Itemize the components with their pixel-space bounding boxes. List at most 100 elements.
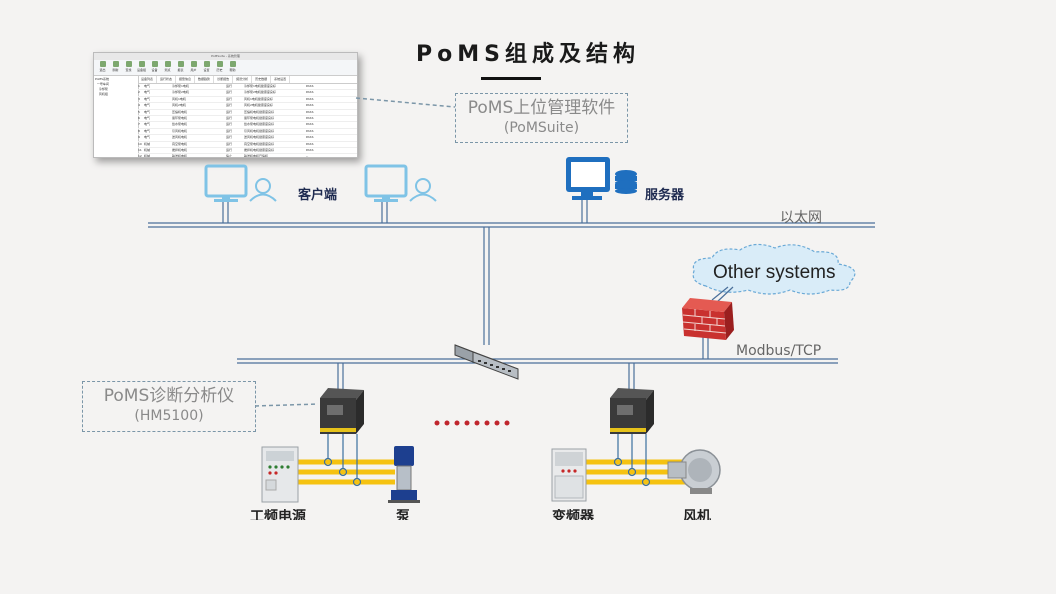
app-table-cell: 压缩机电机 <box>172 109 188 114</box>
analyzer-callout-title: PoMS诊断分析仪 <box>103 386 235 406</box>
app-tree-item: PoMS系统 <box>95 77 110 81</box>
toolbar-icon <box>203 61 210 67</box>
toolbar-icon <box>190 61 197 67</box>
app-table-cell: 7 <box>138 122 140 127</box>
app-toolbar-button: 设备 <box>148 60 161 75</box>
app-table-cell: 压缩机电机健康度良好 <box>244 109 275 114</box>
app-toolbar-label: 历史 <box>216 68 223 72</box>
app-toolbar-label: 设备组 <box>136 68 146 72</box>
app-toolbar-label: 报表 <box>177 68 184 72</box>
app-toolbar-button: 历史 <box>213 60 226 75</box>
app-table-cell: 机械 <box>144 154 151 158</box>
app-table-cell: PASS <box>306 90 314 95</box>
app-table-cell: 运行 <box>226 128 233 133</box>
trunk-line <box>483 227 490 345</box>
app-table-cell: 冷却泵1电机健康度良好 <box>244 84 276 88</box>
firewall-drop <box>702 335 709 359</box>
power-cabinet-icon <box>261 446 299 503</box>
app-table-cell: 3 <box>138 96 140 101</box>
app-toolbar: 退出刷新查找设备组设备测点报表用户设置历史帮助 <box>94 60 357 76</box>
pump-label: 泵 <box>396 509 410 520</box>
app-toolbar-button: 设备组 <box>135 60 148 75</box>
toolbar-icon <box>112 61 119 67</box>
app-table-cell: 运行 <box>226 122 233 127</box>
app-toolbar-label: 测点 <box>164 68 171 72</box>
analyzer-drops <box>337 363 635 390</box>
app-table-cell: 电气 <box>144 103 151 108</box>
user-icon-2 <box>409 178 437 202</box>
app-tree-item: 冷却泵 <box>95 87 108 91</box>
app-tab: 频谱分析 <box>233 76 253 83</box>
ellipsis-dots <box>434 420 510 426</box>
app-toolbar-button: 报表 <box>174 60 187 75</box>
app-table-cell: 12 <box>138 154 142 158</box>
app-table-cell: 搅拌机电机 <box>172 147 188 152</box>
app-toolbar-label: 退出 <box>99 68 106 72</box>
app-table-cell: PASS <box>306 141 314 146</box>
app-tab: 诊断报告 <box>214 76 234 83</box>
app-table-cell: PASS <box>306 115 314 120</box>
app-toolbar-label: 刷新 <box>112 68 119 72</box>
app-table-cell: 停止 <box>226 154 233 158</box>
app-table-cell: 运行 <box>226 96 233 101</box>
app-table-cell: 冷却泵2电机健康度良好 <box>244 90 276 95</box>
app-table-cell: 搅拌机电机健康度良好 <box>244 147 275 152</box>
app-table-cell: 电气 <box>144 115 151 120</box>
app-tree-item: 风机组 <box>95 92 108 96</box>
app-table-cell: 9 <box>138 135 140 140</box>
app-table-cell: 运行 <box>226 115 233 120</box>
toolbar-icon <box>125 61 132 67</box>
app-table-cell: 引风机电机 <box>172 128 188 133</box>
app-table-cell: 10 <box>138 141 142 146</box>
device-bus <box>237 358 838 364</box>
app-table-cell: 风机1电机 <box>172 96 186 101</box>
app-table-cell: 输送机电机 <box>172 154 188 158</box>
inverter-label: 变频器 <box>552 509 594 520</box>
app-table-cell: 给水泵电机健康度良好 <box>244 122 275 127</box>
app-table-cell: 2 <box>138 90 140 95</box>
app-table-cell: 电气 <box>144 135 151 140</box>
software-callout-connector <box>355 97 456 108</box>
app-table-cell: PASS <box>306 84 314 88</box>
app-table-cell: 冷却泵2电机 <box>172 90 189 95</box>
server-monitor-icon <box>566 157 610 200</box>
user-icon-1 <box>249 178 277 202</box>
network-switch-icon <box>454 344 519 380</box>
app-toolbar-button: 查找 <box>122 60 135 75</box>
app-table-cell: 风机2电机健康度良好 <box>244 103 273 108</box>
analyzer-callout: PoMS诊断分析仪 (HM5100) <box>82 381 256 432</box>
blower-fan-icon <box>667 449 721 494</box>
app-table-cell: PASS <box>306 128 314 133</box>
hm5100-analyzer-icon-2 <box>610 388 654 434</box>
pump-icon <box>388 446 420 503</box>
analyzer-callout-connector <box>254 403 319 407</box>
app-tab: 数据趋势 <box>195 76 215 83</box>
app-table-cell: PASS <box>306 147 314 152</box>
server-label: 服务器 <box>645 188 685 203</box>
app-table-cell: 风机1电机健康度良好 <box>244 96 273 101</box>
app-table-cell: 输送机电机已停机 <box>244 154 269 158</box>
analyzer-callout-subtitle: (HM5100) <box>134 408 204 424</box>
app-table-cell: 机械 <box>144 147 151 152</box>
app-table-cell: 电气 <box>144 84 151 88</box>
app-table-cell: PASS <box>306 96 314 101</box>
app-toolbar-label: 用户 <box>190 68 197 72</box>
app-table-cell: 给水泵电机 <box>172 122 188 127</box>
app-table-cell: 真空泵电机 <box>172 141 188 146</box>
app-tab: 运行状态 <box>157 76 177 83</box>
software-callout-subtitle: (PoMSuite) <box>503 120 580 136</box>
app-table-cell: 运行 <box>226 90 233 95</box>
app-table-cell: 11 <box>138 147 142 152</box>
app-device-tree: PoMS系统 一号车间 冷却泵 风机组 <box>94 76 139 157</box>
fan-label: 风机 <box>683 509 711 520</box>
app-toolbar-label: 设备 <box>151 68 158 72</box>
app-tab: 报警信息 <box>176 76 196 83</box>
